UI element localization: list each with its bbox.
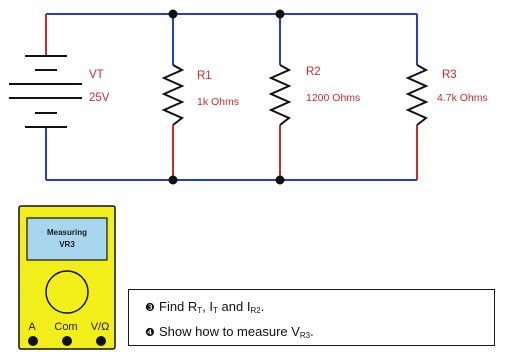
resistor-r1-value: 1k Ohms (197, 96, 239, 108)
jack-label-v-ohm: V/Ω (91, 321, 110, 333)
resistor-r3-zigzag (405, 64, 429, 126)
multimeter-dial[interactable] (45, 270, 89, 314)
junction-dot-top-2 (275, 9, 285, 19)
task-1-sub-3: R2 (250, 306, 261, 315)
task-2-sub-1: R3 (299, 331, 311, 340)
task-1-sub-1: T (197, 306, 203, 315)
bullet-icon-3: ❸ (145, 302, 155, 314)
junction-dot-bottom-2 (275, 175, 285, 185)
jack-v-ohm[interactable] (96, 336, 106, 346)
resistor-r3 (405, 14, 429, 180)
source-name: VT (89, 69, 104, 81)
jack-com[interactable] (62, 336, 72, 346)
resistor-r1 (161, 14, 185, 180)
task-2-prefix: Show how to measure V (159, 324, 300, 339)
jack-label-com: Com (54, 321, 77, 333)
multimeter-display (26, 217, 108, 261)
bullet-icon-4: ❹ (145, 327, 155, 339)
jack-a[interactable] (28, 336, 38, 346)
resistor-r2-zigzag (268, 64, 292, 126)
task-item-2: ❹ Show how to measure VR3. (145, 321, 494, 346)
junction-dot-bottom-1 (168, 175, 178, 185)
resistor-r2-name: R2 (306, 66, 321, 78)
multimeter-display-line1: Measuring (47, 228, 87, 237)
task-1-sub-2: T (213, 306, 218, 315)
task-1-mid-2: and I (217, 299, 251, 314)
resistor-r2-value: 1200 Ohms (306, 92, 360, 104)
multimeter-display-line2: VR3 (59, 240, 75, 249)
resistor-r2 (268, 14, 292, 180)
resistor-r3-name: R3 (442, 69, 457, 81)
resistor-r3-value: 4.7k Ohms (437, 92, 488, 104)
task-1-mid-1: , I (202, 299, 214, 314)
task-2-suffix: . (310, 324, 314, 339)
jack-label-a: A (28, 321, 36, 333)
junction-dot-top-1 (168, 9, 178, 19)
battery-symbol (9, 55, 82, 128)
multimeter: Measuring VR3 A Com V/Ω (18, 205, 116, 350)
task-1-suffix: . (260, 299, 265, 314)
task-1-prefix: Find R (159, 299, 198, 314)
source-value: 25V (89, 92, 110, 104)
resistor-r1-zigzag (161, 64, 185, 126)
resistor-r1-name: R1 (197, 70, 212, 82)
